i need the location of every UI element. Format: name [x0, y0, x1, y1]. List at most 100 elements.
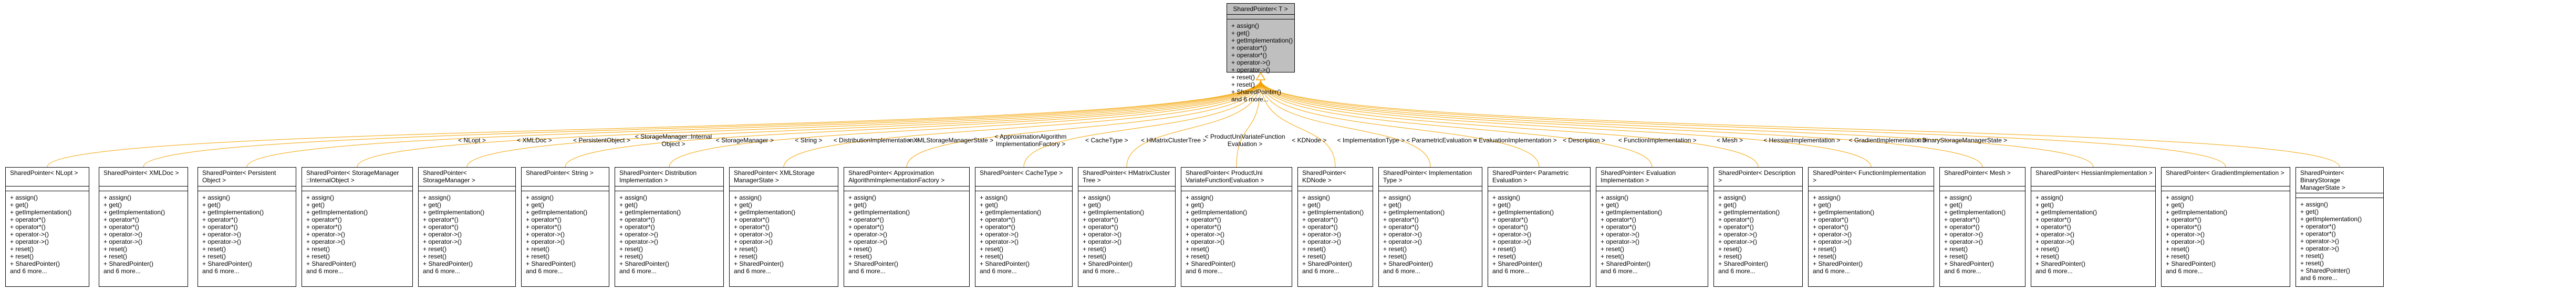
derived-class-operation: + reset()	[2166, 245, 2190, 253]
derived-class-operation: + getImplementation()	[848, 209, 910, 216]
derived-class-operation: + reset()	[2300, 252, 2324, 260]
derived-class-operation: + reset()	[423, 253, 447, 260]
derived-class-operation: + getImplementation()	[202, 209, 264, 216]
derived-class-operation: and 6 more...	[423, 267, 460, 275]
derived-class-box[interactable]: SharedPointer< Implementation Type >+ as…	[1378, 167, 1482, 287]
edge-template-label: < XMLStorageManagerState >	[908, 137, 994, 144]
derived-class-title: SharedPointer< Persistent Object >	[198, 168, 296, 187]
derived-class-operation: + reset()	[10, 245, 34, 253]
derived-class-box[interactable]: SharedPointer< Evaluation Implementation…	[1596, 167, 1708, 287]
derived-class-operation: + operator->()	[1944, 231, 1983, 238]
derived-class-operation: + operator->()	[1718, 231, 1758, 238]
derived-class-box[interactable]: SharedPointer< HMatrixCluster Tree >+ as…	[1078, 167, 1176, 287]
derived-class-attributes	[1078, 187, 1175, 191]
derived-class-operation: + operator*()	[1302, 216, 1338, 223]
derived-class-box[interactable]: SharedPointer< Distribution Implementati…	[615, 167, 724, 287]
derived-class-operation: + operator->()	[306, 238, 346, 245]
derived-class-box[interactable]: SharedPointer< Mesh >+ assign()+ get()+ …	[1939, 167, 2026, 287]
derived-class-box[interactable]: SharedPointer< StorageManager >+ assign(…	[418, 167, 516, 287]
edge-template-label: < ParametricEvaluation >	[1406, 137, 1477, 144]
derived-class-operation: + operator*()	[980, 216, 1015, 223]
derived-class-operation: + operator->()	[306, 231, 346, 238]
derived-class-attributes	[1940, 187, 2025, 191]
derived-class-operation: + get()	[423, 201, 442, 209]
inheritance-edge	[1260, 79, 2226, 168]
derived-class-operations: + assign()+ get()+ getImplementation()+ …	[522, 191, 609, 277]
derived-class-box[interactable]: SharedPointer< KDNode >+ assign()+ get()…	[1297, 167, 1373, 287]
derived-class-operation: + operator->()	[1083, 231, 1122, 238]
derived-class-operation: + getImplementation()	[2035, 209, 2097, 216]
derived-class-operation: + reset()	[2035, 253, 2060, 260]
derived-class-operation: + getImplementation()	[2166, 209, 2228, 216]
derived-class-operation: + operator*()	[848, 223, 884, 231]
derived-class-operation: + reset()	[1083, 245, 1107, 253]
derived-class-operation: + operator*()	[2035, 216, 2071, 223]
derived-class-box[interactable]: SharedPointer< Description >+ assign()+ …	[1713, 167, 1803, 287]
derived-class-attributes	[2296, 193, 2383, 198]
derived-class-operation: + operator*()	[10, 216, 46, 223]
derived-class-operation: + getImplementation()	[103, 209, 165, 216]
derived-class-operation: + operator->()	[1083, 238, 1122, 245]
derived-class-operation: + operator->()	[423, 231, 462, 238]
inheritance-edge	[1260, 79, 2340, 168]
derived-class-box[interactable]: SharedPointer< BinaryStorage ManagerStat…	[2295, 167, 2384, 287]
derived-class-operation: + reset()	[1601, 253, 1625, 260]
derived-class-operation: + operator->()	[2300, 237, 2340, 245]
derived-class-box[interactable]: SharedPointer< Parametric Evaluation >+ …	[1488, 167, 1591, 287]
derived-class-box[interactable]: SharedPointer< Approximation AlgorithmIm…	[844, 167, 970, 287]
derived-class-operation: + operator->()	[526, 231, 565, 238]
derived-class-operation: + SharedPointer()	[423, 260, 473, 267]
derived-class-operation: + operator->()	[980, 231, 1019, 238]
derived-class-operation: + assign()	[980, 194, 1008, 201]
derived-class-operation: + operator->()	[2035, 231, 2075, 238]
derived-class-operation: + operator->()	[848, 231, 888, 238]
derived-class-box[interactable]: SharedPointer< HessianImplementation >+ …	[2031, 167, 2156, 287]
derived-class-operation: and 6 more...	[103, 267, 141, 275]
derived-class-operation: and 6 more...	[1492, 267, 1530, 275]
derived-class-operation: + assign()	[848, 194, 877, 201]
derived-class-attributes	[198, 187, 296, 191]
derived-class-operation: + operator->()	[1813, 231, 1852, 238]
derived-class-box[interactable]: SharedPointer< CacheType >+ assign()+ ge…	[975, 167, 1073, 287]
derived-class-operation: + get()	[202, 201, 221, 209]
base-class-operation: + assign()	[1231, 22, 1260, 29]
derived-class-box[interactable]: SharedPointer< XMLDoc >+ assign()+ get()…	[99, 167, 188, 287]
derived-class-operation: + assign()	[2035, 194, 2064, 201]
derived-class-operation: + reset()	[2035, 245, 2060, 253]
derived-class-box[interactable]: SharedPointer< String >+ assign()+ get()…	[521, 167, 609, 287]
derived-class-operations: + assign()+ get()+ getImplementation()+ …	[1379, 191, 1482, 277]
edge-template-label: < ApproximationAlgorithm ImplementationF…	[994, 133, 1067, 148]
derived-class-box[interactable]: SharedPointer< FunctionImplementation >+…	[1808, 167, 1934, 287]
derived-class-operation: + reset()	[734, 245, 758, 253]
derived-class-box[interactable]: SharedPointer< ProductUni VariateFunctio…	[1181, 167, 1292, 287]
derived-class-operation: + reset()	[1718, 245, 1742, 253]
derived-class-operation: + SharedPointer()	[1601, 260, 1651, 267]
derived-class-attributes	[1181, 187, 1292, 191]
derived-class-box[interactable]: SharedPointer< GradientImplementation >+…	[2161, 167, 2290, 287]
derived-class-title: SharedPointer< BinaryStorage ManagerStat…	[2296, 168, 2383, 193]
derived-class-operation: + operator*()	[619, 216, 655, 223]
inheritance-edge	[143, 79, 1261, 168]
inheritance-edge	[1023, 79, 1261, 168]
derived-class-operation: + operator*()	[2300, 230, 2336, 237]
derived-class-box[interactable]: SharedPointer< XMLStorage ManagerState >…	[729, 167, 838, 287]
base-class-operation: + reset()	[1231, 81, 1255, 88]
derived-class-operation: + getImplementation()	[619, 209, 681, 216]
derived-class-operation: + reset()	[103, 253, 128, 260]
derived-class-operation: + reset()	[980, 245, 1004, 253]
derived-class-box[interactable]: SharedPointer< StorageManager ::Internal…	[302, 167, 413, 287]
derived-class-box[interactable]: SharedPointer< Persistent Object > + assi…	[198, 167, 296, 287]
derived-class-operation: + operator*()	[1813, 223, 1848, 231]
derived-class-attributes	[1379, 187, 1482, 191]
base-class-box[interactable]: SharedPointer< T > + assign()+ get()+ ge…	[1227, 3, 1295, 103]
inheritance-edge	[47, 79, 1261, 168]
derived-class-operations: + assign()+ get()+ getImplementation()+ …	[198, 191, 296, 277]
derived-class-operation: + SharedPointer()	[980, 260, 1030, 267]
derived-class-operation: + operator*()	[1718, 216, 1754, 223]
derived-class-operation: + operator*()	[1383, 223, 1419, 231]
derived-class-box[interactable]: SharedPointer< NLopt >+ assign()+ get()+…	[5, 167, 89, 287]
derived-class-operation: + operator->()	[1383, 238, 1422, 245]
derived-class-attributes	[302, 187, 412, 191]
derived-class-operation: + getImplementation()	[423, 209, 485, 216]
derived-class-operation: + operator*()	[1083, 223, 1118, 231]
